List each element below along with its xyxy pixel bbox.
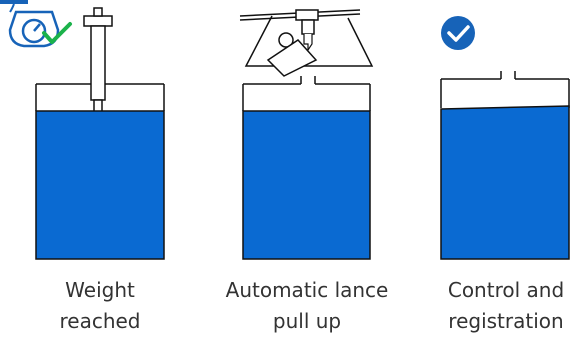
caption-line: pull up [272,309,342,333]
step-3-control-registration [440,16,570,260]
liquid-fill [242,110,371,260]
caption-control-registration: Control and registration [432,275,580,337]
scale-check-icon [0,0,72,48]
caption-weight-reached: Weight reached [30,275,170,337]
caption-line: reached [59,309,141,333]
caption-line: Control and [447,278,565,302]
container [242,76,371,260]
liquid-fill [440,105,570,260]
caption-line: registration [448,309,564,333]
check-circle-icon [441,16,475,50]
caption-line: Automatic lance [225,278,389,302]
liquid-fill [35,110,165,260]
lance-lift-mechanism [239,9,374,77]
green-check-icon [42,22,72,44]
step-2-lance-pull-up [239,9,374,260]
caption-lance-pull-up: Automatic lance pull up [207,275,407,337]
caption-line: Weight [65,278,135,302]
container [440,71,570,260]
container [35,83,165,260]
step-1-weight-reached [0,0,165,260]
